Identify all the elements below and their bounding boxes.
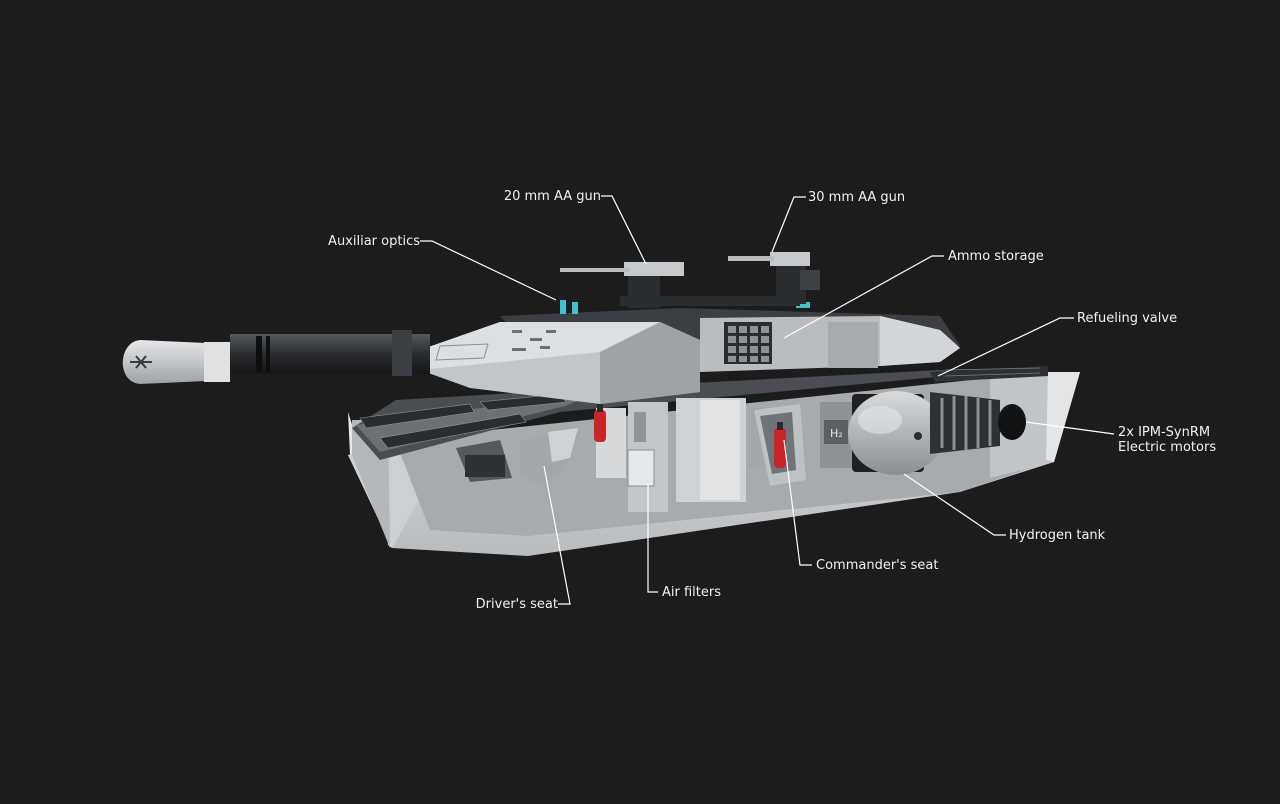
hydrogen-tank — [848, 391, 944, 475]
label-auxiliar-optics: Auxiliar optics — [328, 234, 420, 249]
leader-line-driver — [543, 465, 571, 605]
aa-gun-20mm — [560, 262, 684, 308]
label-30mm-aa-gun: 30 mm AA gun — [808, 190, 906, 205]
label-hydrogen-tank: Hydrogen tank — [1009, 528, 1106, 543]
leader-line-aa20 — [601, 195, 647, 265]
turret — [420, 296, 960, 404]
leader-line-refuel — [937, 317, 1074, 377]
label-refueling-valve: Refueling valve — [1077, 311, 1178, 326]
label-air-filters: Air filters — [662, 585, 721, 600]
fire-extinguisher — [594, 404, 606, 442]
leader-line-ammo — [783, 255, 944, 339]
label-drivers-seat: Driver's seat — [475, 597, 558, 612]
h2-marking: H₂ — [830, 427, 843, 440]
main-gun — [122, 330, 430, 384]
electric-motors — [930, 392, 1026, 454]
leader-line-aux-optics — [420, 240, 557, 301]
fire-extinguisher — [774, 422, 786, 468]
label-20mm-aa-gun: 20 mm AA gun — [503, 189, 601, 204]
leader-lines — [420, 195, 1115, 605]
leader-line-air-filters — [647, 484, 658, 593]
label-commanders-seat: Commander's seat — [816, 558, 939, 573]
label-motors-line1: 2x IPM-SynRM — [1118, 425, 1211, 440]
interior-components: H₂ — [456, 398, 852, 512]
leader-line-aa30 — [771, 196, 806, 253]
ammo-storage-rack — [724, 322, 772, 364]
aa-gun-30mm — [728, 252, 820, 304]
leader-line-hydrogen — [903, 473, 1006, 536]
leader-line-motors — [1025, 421, 1115, 435]
label-ammo-storage: Ammo storage — [948, 249, 1044, 264]
label-motors-line2: Electric motors — [1118, 440, 1217, 455]
label-electric-motors: 2x IPM-SynRM Electric motors — [1118, 425, 1216, 455]
leader-line-commander — [783, 439, 812, 566]
